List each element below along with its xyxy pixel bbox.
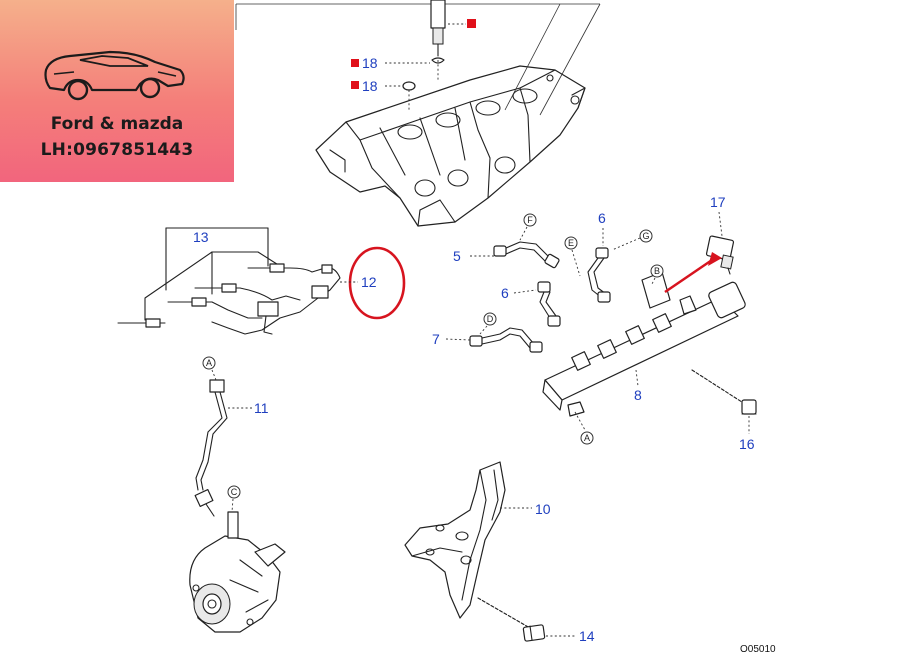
fuel-pipe-5	[493, 241, 560, 269]
leader-8	[635, 369, 639, 387]
leader-7	[445, 338, 471, 341]
letter-circle-b	[650, 264, 664, 278]
callout-14: 14	[579, 628, 595, 644]
red-arrow	[664, 252, 722, 294]
fuel-pipe-7	[469, 327, 543, 353]
red-marker-injector	[467, 19, 476, 28]
letter-circle-a-bottom	[580, 431, 594, 445]
sports-car-logo-icon	[44, 50, 185, 101]
frame-line-diagonal-b	[539, 3, 601, 116]
letter-a-top: A	[206, 358, 212, 368]
red-marker-18a	[351, 59, 359, 67]
brand-phone: LH:0967851443	[40, 140, 194, 160]
callout-10: 10	[535, 501, 551, 517]
red-marker-18b	[351, 81, 359, 89]
frame-line-diagonal-a	[504, 3, 561, 111]
leader-f	[519, 226, 528, 241]
callout-8: 8	[634, 387, 642, 403]
letter-a-bottom: A	[584, 433, 590, 443]
letter-circle-g	[639, 229, 653, 243]
bolt-14	[477, 597, 546, 642]
leader-g	[611, 237, 641, 251]
leader-17	[718, 211, 723, 237]
glow-plug-wiring	[211, 264, 341, 335]
letter-circle-d	[483, 312, 497, 326]
callout-7: 7	[432, 331, 440, 347]
mounting-bracket-10	[404, 461, 506, 619]
letter-e: E	[568, 238, 574, 248]
bracket-13-branches	[144, 251, 281, 321]
bracket-13-legs	[165, 227, 269, 295]
letter-circle-a-top	[202, 356, 216, 370]
letter-circle-c	[227, 485, 241, 499]
pressure-sensor-17	[705, 235, 735, 275]
fuel-pipe-6-upper	[587, 247, 611, 303]
callout-5: 5	[453, 248, 461, 264]
letter-f: F	[527, 215, 533, 225]
fuel-rail-8	[542, 271, 746, 417]
brand-overlay: Ford & mazda LH:0967851443	[0, 0, 234, 182]
diagram-reference-code: O05010	[740, 644, 776, 655]
callout-16: 16	[739, 436, 755, 452]
callout-17: 17	[710, 194, 726, 210]
callout-11: 11	[254, 400, 269, 416]
leader-b	[651, 277, 656, 285]
highlight-circle-12	[348, 246, 406, 320]
cylinder-head	[315, 60, 586, 227]
leader-a-top	[211, 369, 217, 381]
callout-18a: 18	[362, 55, 378, 71]
brand-name: Ford & mazda	[50, 114, 184, 134]
leader-a-bottom	[574, 411, 586, 431]
bolt-16	[691, 369, 757, 415]
fuel-line-11	[194, 379, 228, 517]
letter-circle-e	[564, 236, 578, 250]
leader-6b	[513, 289, 537, 294]
glow-plugs	[117, 263, 291, 328]
high-pressure-fuel-pump	[189, 511, 286, 633]
letter-g: G	[642, 231, 649, 241]
letter-d: D	[487, 314, 494, 324]
leader-c	[231, 498, 234, 513]
letter-circle-f	[523, 213, 537, 227]
callout-18b: 18	[362, 78, 378, 94]
leader-e	[571, 249, 581, 277]
leader-d	[479, 325, 488, 335]
letter-b: B	[654, 266, 660, 276]
callout-6a: 6	[598, 210, 606, 226]
fuel-pipe-6-lower	[537, 281, 561, 327]
callout-6b: 6	[501, 285, 509, 301]
callout-13: 13	[193, 229, 209, 245]
letter-c: C	[231, 487, 238, 497]
callout-12: 12	[361, 274, 377, 290]
fuel-injector	[430, 0, 466, 64]
washer-18b	[402, 81, 416, 91]
